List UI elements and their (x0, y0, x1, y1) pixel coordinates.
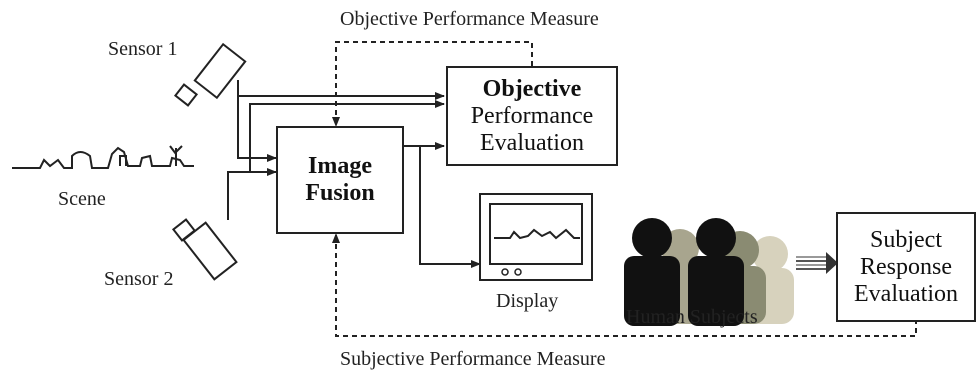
fusion-to-display-arrow (404, 145, 481, 268)
sensor1-label: Sensor 1 (108, 38, 178, 60)
sensor2-signal-lines (227, 100, 445, 220)
image-fusion-box: Image Fusion (276, 126, 404, 234)
display-monitor-icon (479, 193, 593, 281)
sensor1-signal-lines (237, 80, 445, 162)
objective-evaluation-box: Objective Performance Evaluation (446, 66, 618, 166)
objective-eval-line3: Evaluation (480, 129, 584, 156)
subject-eval-line2: Response (860, 253, 952, 280)
subjects-to-evaluation-arrow (796, 252, 838, 274)
display-label: Display (496, 290, 559, 312)
human-subjects-icon (624, 218, 794, 326)
sensor2-label: Sensor 2 (104, 268, 174, 290)
image-fusion-line2: Fusion (305, 180, 375, 206)
sensor2-camera-icon (171, 218, 238, 281)
objective-feedback-dashed (332, 41, 533, 127)
objective-eval-line1: Objective (482, 75, 582, 102)
objective-measure-label: Objective Performance Measure (340, 8, 599, 30)
subject-response-evaluation-box: Subject Response Evaluation (836, 212, 976, 322)
scene-label: Scene (58, 188, 106, 210)
subjective-measure-label: Subjective Performance Measure (340, 348, 606, 370)
objective-eval-line2: Performance (470, 102, 594, 129)
scene-icon (12, 145, 194, 169)
human-subjects-label: Human Subjects (626, 306, 758, 328)
image-fusion-line1: Image (308, 153, 372, 179)
subject-eval-line1: Subject (870, 226, 942, 253)
subject-eval-line3: Evaluation (854, 280, 958, 307)
sensor1-camera-icon (173, 42, 247, 107)
